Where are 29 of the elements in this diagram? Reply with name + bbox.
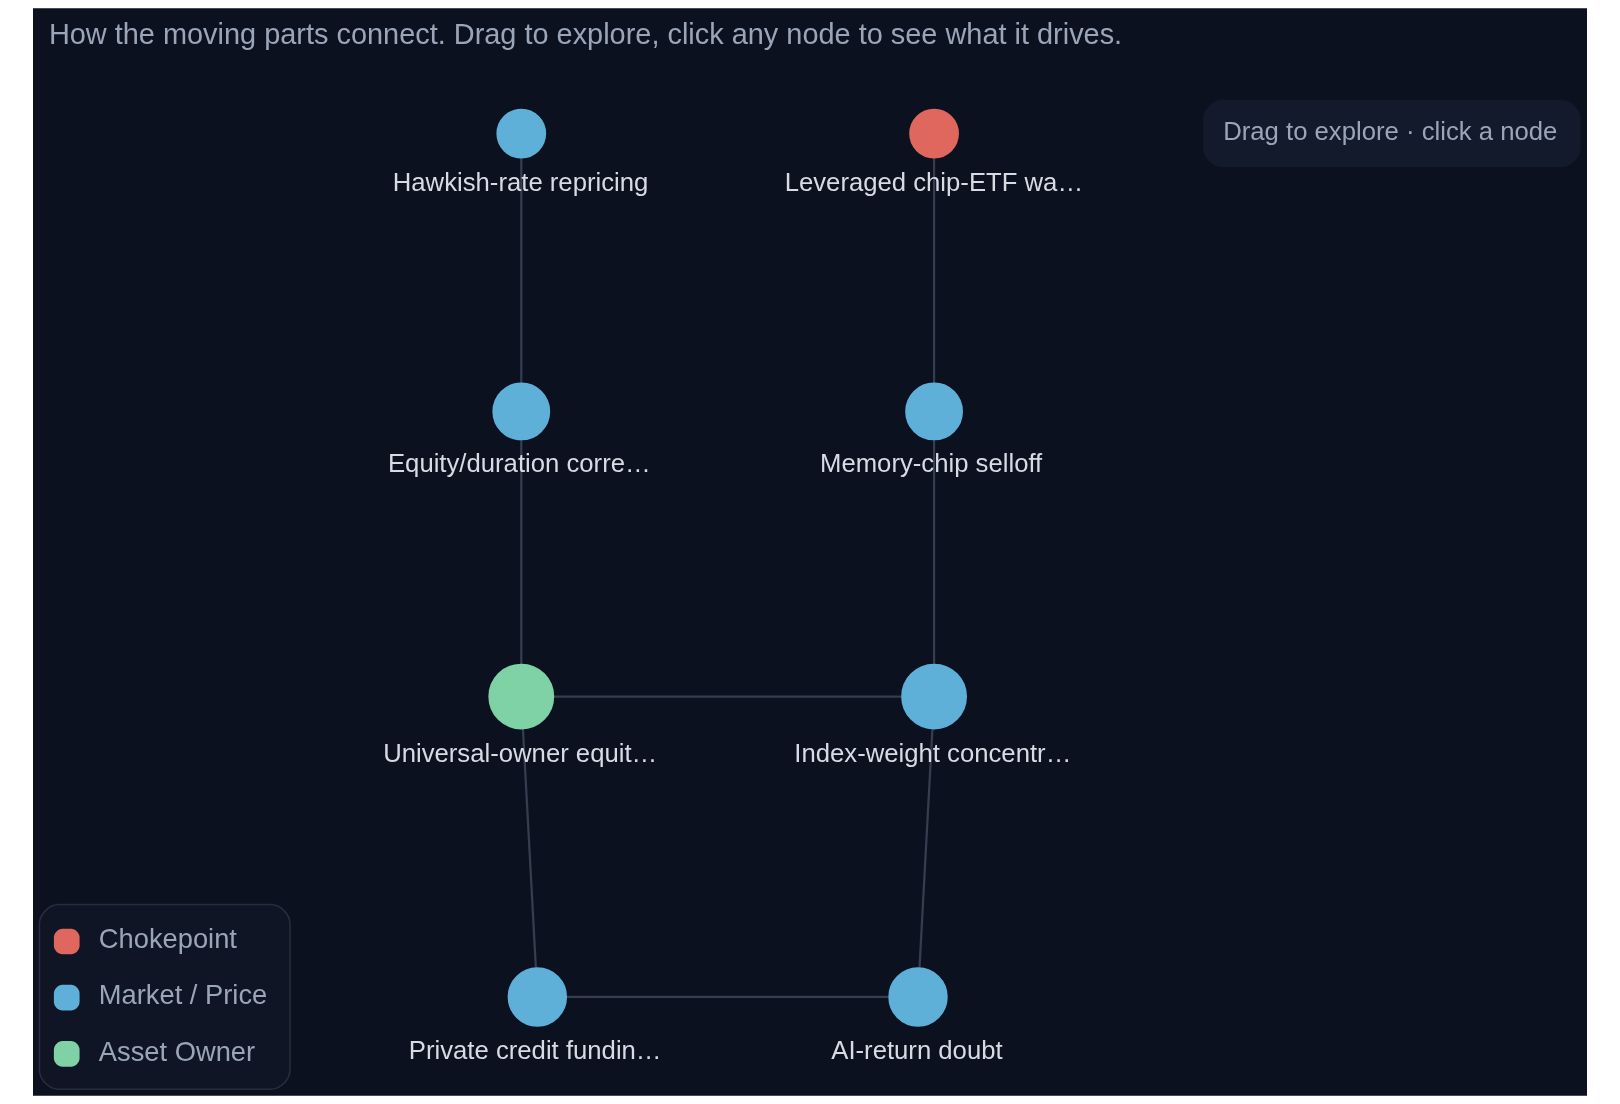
legend-label: Chokepoint xyxy=(98,923,237,955)
node-circle xyxy=(901,663,967,730)
node-circle xyxy=(492,382,551,441)
node-label: AI-return doubt xyxy=(831,1036,1003,1065)
node-label: Equity/duration corre… xyxy=(387,449,651,478)
legend-label: Market / Price xyxy=(98,979,268,1011)
caption: How the moving parts connect. Drag to explore, click any node to see what it drives. xyxy=(48,18,1123,51)
node-label: Private credit fundin… xyxy=(408,1036,662,1065)
connector xyxy=(566,995,889,999)
node-label: Hawkish-rate repricing xyxy=(392,168,649,197)
connector xyxy=(521,728,537,968)
connector xyxy=(553,695,902,698)
node-label: Universal-owner equit… xyxy=(383,739,658,768)
node-circle xyxy=(888,967,948,1027)
node-circle xyxy=(909,108,959,159)
node-label: Memory-chip selloff xyxy=(820,449,1043,478)
node-circle xyxy=(496,108,547,159)
connector xyxy=(520,439,523,665)
connector xyxy=(932,158,936,384)
label: Drag to explore · click a node xyxy=(1223,116,1558,145)
connector xyxy=(520,158,523,384)
node-circle xyxy=(905,382,963,441)
legend-label: Asset Owner xyxy=(98,1035,256,1067)
node-circle xyxy=(507,967,568,1027)
connector xyxy=(932,439,936,665)
node-label: Index-weight concentr… xyxy=(794,739,1072,768)
node-circle xyxy=(488,663,555,730)
connector xyxy=(918,728,934,968)
node-label: Leveraged chip-ETF wa… xyxy=(784,168,1084,197)
